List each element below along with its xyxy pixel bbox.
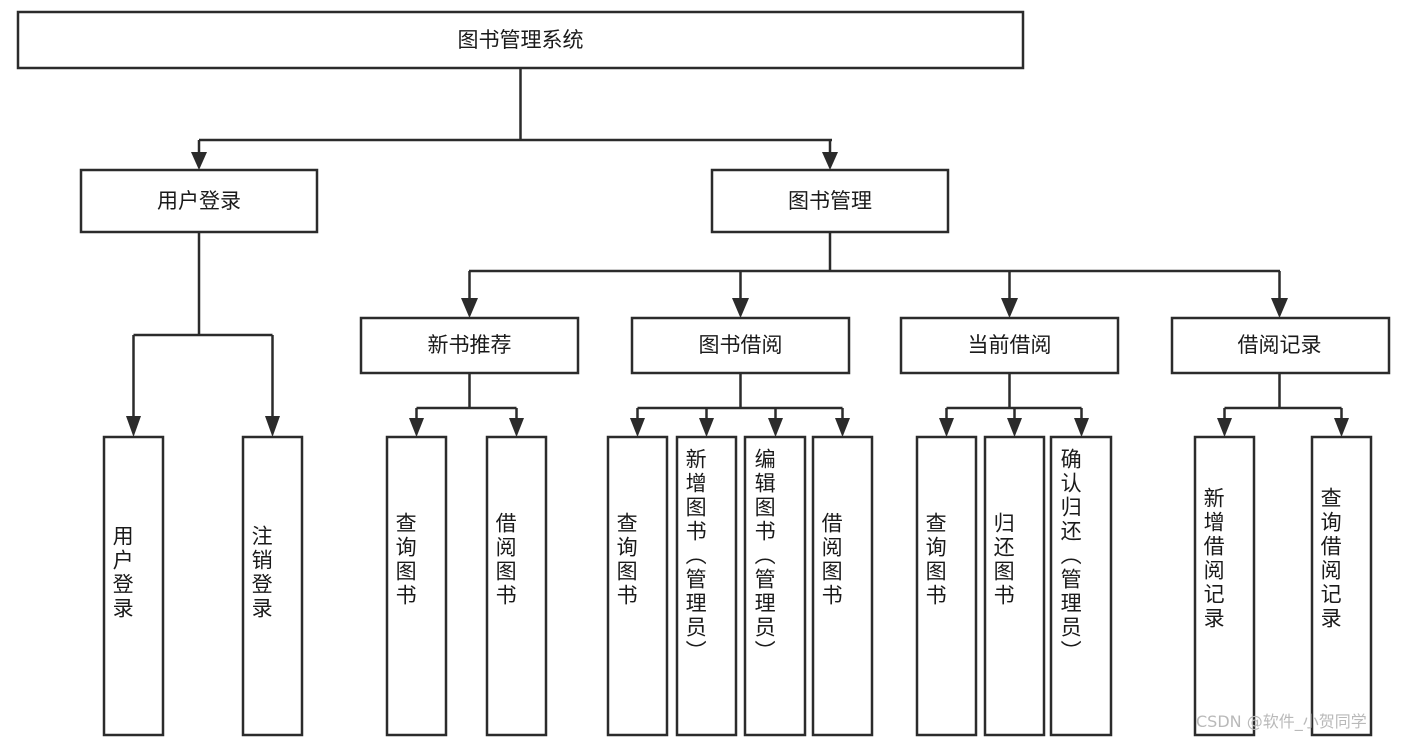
node-new-book-recommend-rect[interactable] bbox=[359, 316, 580, 375]
connectors-new-book-to-leaves bbox=[409, 373, 524, 437]
arrow-head-borrow-records bbox=[1271, 298, 1288, 318]
arrow-head-leaf-edit-book bbox=[768, 418, 783, 437]
arrow-head-user-login bbox=[191, 152, 207, 170]
node-book-borrow-rect[interactable] bbox=[630, 316, 851, 375]
arrow-head-leaf-add-book bbox=[699, 418, 714, 437]
leaf-edit-book-rect[interactable] bbox=[743, 435, 807, 737]
node-borrow-records-label: 借阅记录 bbox=[1238, 333, 1322, 357]
leaf-user-login-rect[interactable] bbox=[102, 435, 165, 737]
arrow-head-current-borrow bbox=[1001, 298, 1018, 318]
node-book-borrow-label: 图书借阅 bbox=[699, 333, 783, 357]
arrow-head-leaf-query-book-1 bbox=[409, 418, 424, 437]
leaf-query-book-2-rect[interactable] bbox=[606, 435, 669, 737]
arrow-head-leaf-query-record bbox=[1334, 418, 1349, 437]
leaf-add-record-rect[interactable] bbox=[1193, 435, 1256, 737]
arrow-head-new-book bbox=[461, 298, 478, 318]
leaf-logout-rect[interactable] bbox=[241, 435, 304, 737]
connectors-book-management-to-level3 bbox=[461, 232, 1288, 318]
connectors-root-to-level2 bbox=[191, 68, 838, 170]
node-root-rect[interactable] bbox=[16, 10, 1025, 70]
node-user-login[interactable]: 用户登录 bbox=[79, 168, 319, 234]
leaf-add-book-rect[interactable] bbox=[675, 435, 738, 737]
node-borrow-records[interactable]: 借阅记录 bbox=[1170, 316, 1391, 375]
arrow-head-leaf-return-book bbox=[1007, 418, 1022, 437]
node-root[interactable]: 图书管理系统 bbox=[16, 10, 1025, 70]
csdn-watermark: CSDN @软件_小贺同学 bbox=[1196, 712, 1367, 731]
node-user-login-rect[interactable] bbox=[79, 168, 319, 234]
leaf-borrow-book-1-rect[interactable] bbox=[485, 435, 548, 737]
arrow-head-leaf-user-login bbox=[126, 416, 141, 437]
node-root-label: 图书管理系统 bbox=[458, 28, 584, 52]
node-new-book-recommend[interactable]: 新书推荐 bbox=[359, 316, 580, 375]
node-current-borrow[interactable]: 当前借阅 bbox=[899, 316, 1120, 375]
leaf-boxes bbox=[102, 435, 1373, 737]
leaf-query-record-rect[interactable] bbox=[1310, 435, 1373, 737]
node-current-borrow-label: 当前借阅 bbox=[968, 333, 1052, 357]
node-current-borrow-rect[interactable] bbox=[899, 316, 1120, 375]
leaf-query-book-3-rect[interactable] bbox=[915, 435, 978, 737]
connectors-book-borrow-to-leaves bbox=[630, 373, 850, 437]
connectors-borrow-records-to-leaves bbox=[1217, 373, 1349, 437]
node-book-borrow[interactable]: 图书借阅 bbox=[630, 316, 851, 375]
arrow-head-book-borrow bbox=[732, 298, 749, 318]
arrow-head-leaf-add-record bbox=[1217, 418, 1232, 437]
node-book-management-rect[interactable] bbox=[710, 168, 950, 234]
arrow-head-leaf-logout bbox=[265, 416, 280, 437]
arrow-head-book-management bbox=[822, 152, 838, 170]
node-book-management[interactable]: 图书管理 bbox=[710, 168, 950, 234]
connectors-user-login-to-leaves bbox=[126, 232, 280, 437]
arrow-head-leaf-confirm-return bbox=[1074, 418, 1089, 437]
node-book-management-label: 图书管理 bbox=[788, 189, 872, 213]
arrow-head-leaf-query-book-3 bbox=[939, 418, 954, 437]
node-borrow-records-rect[interactable] bbox=[1170, 316, 1391, 375]
leaf-return-book-rect[interactable] bbox=[983, 435, 1046, 737]
node-new-book-recommend-label: 新书推荐 bbox=[428, 333, 512, 357]
arrow-head-leaf-borrow-book-1 bbox=[509, 418, 524, 437]
leaf-query-book-1-rect[interactable] bbox=[385, 435, 448, 737]
connectors-current-borrow-to-leaves bbox=[939, 373, 1089, 437]
arrow-head-leaf-borrow-book-2 bbox=[835, 418, 850, 437]
node-user-login-label: 用户登录 bbox=[157, 189, 241, 213]
arrow-head-leaf-query-book-2 bbox=[630, 418, 645, 437]
leaf-confirm-return-rect[interactable] bbox=[1049, 435, 1113, 737]
leaf-borrow-book-2-rect[interactable] bbox=[811, 435, 874, 737]
